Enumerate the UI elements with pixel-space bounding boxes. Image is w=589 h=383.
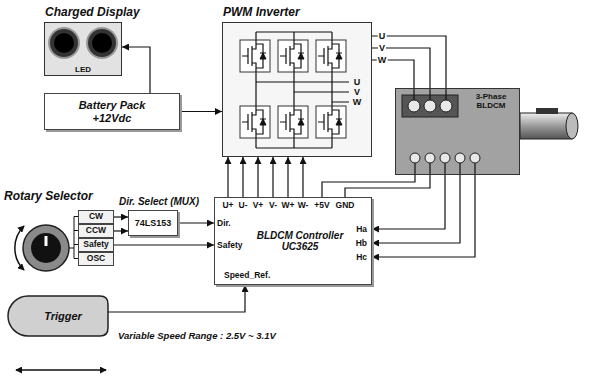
- motor-terminal: [408, 100, 480, 163]
- wire-label: W: [377, 56, 388, 65]
- mux-chip: Dir. Select (MUX)74LS153: [128, 210, 178, 236]
- signal-wire: [372, 60, 414, 88]
- signal-wire: [257, 157, 258, 197]
- node-text: LED: [45, 65, 121, 74]
- rotary-selector: Rotary SelectorCW CCW SafetyOSC: [4, 190, 116, 282]
- signal-wire: [287, 157, 288, 197]
- transistor-symbol: [278, 106, 308, 138]
- transistor-symbol: [278, 40, 308, 72]
- signal-wire: [242, 157, 243, 197]
- transistor-symbol: [240, 106, 270, 138]
- signal-name: V: [354, 88, 360, 97]
- wire-label: V: [378, 44, 386, 53]
- dial-pointer: [45, 236, 48, 246]
- signal-wire: [114, 216, 128, 217]
- motor-shaft: [520, 113, 572, 139]
- selector-position: CW: [78, 210, 114, 224]
- signal-wire: [372, 48, 430, 88]
- signal-wire: [108, 285, 245, 312]
- node-text: Trigger: [44, 310, 82, 323]
- node-text: CCW: [86, 226, 106, 236]
- node-heading: 3-Phase BLDCM: [466, 92, 516, 110]
- trigger-shape: [8, 296, 108, 336]
- range-note: Variable Speed Range : 2.5V ~ 3.1V: [118, 331, 276, 341]
- signal-wire: [122, 47, 150, 93]
- inverter-box: PWM Inverter: [222, 22, 372, 157]
- signal-wire: [372, 175, 460, 243]
- rotary-dial: [23, 225, 69, 271]
- selector-bracket: [69, 217, 78, 259]
- transistor-symbol: [240, 40, 270, 72]
- node-text: Safety: [83, 240, 109, 250]
- signal-wire: [372, 175, 475, 257]
- signal-wire: [178, 222, 214, 223]
- node-text: BLDCM Controller UC3625: [250, 230, 350, 253]
- controller-chip: BLDCM Controller UC3625: [214, 197, 372, 285]
- led-lamp: [54, 33, 74, 53]
- signal-wire: [302, 157, 303, 197]
- selector-position: OSC: [78, 252, 114, 266]
- node-heading: Dir. Select (MUX): [119, 196, 199, 208]
- wire-label: U: [378, 32, 387, 41]
- node-text: 74LS153: [135, 218, 172, 228]
- node-text: Battery Pack +12Vdc: [70, 99, 154, 124]
- motor-fill: [395, 88, 520, 175]
- trigger-button: Trigger: [10, 296, 108, 336]
- led-lamp: [49, 28, 79, 58]
- battery-fill: [44, 93, 180, 130]
- terminal-lead: [414, 88, 475, 175]
- transistor-symbol: [316, 106, 346, 138]
- selector-position: CCW: [78, 224, 114, 238]
- shaft-key: [536, 108, 558, 114]
- signal-wire: [180, 111, 222, 112]
- inverter-fill: [222, 22, 372, 157]
- signal-name: U: [354, 78, 361, 87]
- motor-shaft: [566, 113, 578, 139]
- signal-wire: [114, 230, 128, 231]
- signal-wire: [272, 157, 273, 197]
- rotary-dial: [31, 233, 61, 263]
- node-heading: Charged Display: [45, 6, 140, 20]
- travel-arrow: [16, 369, 106, 371]
- transistor-symbol: [316, 40, 346, 72]
- signal-wire: [345, 175, 430, 197]
- rotation-arrow: [15, 226, 24, 270]
- display-panel: Charged DisplayLED: [44, 22, 122, 76]
- battery-box: Battery Pack +12Vdc: [44, 93, 180, 130]
- signal-wire: [322, 175, 415, 197]
- node-text: CW: [89, 212, 103, 222]
- display-fill: [44, 22, 122, 76]
- signal-name: W: [353, 98, 362, 107]
- node-heading: PWM Inverter: [223, 6, 300, 20]
- signal-wire: [227, 157, 228, 197]
- motor-body: 3-Phase BLDCM: [395, 88, 520, 175]
- signal-wire: [372, 175, 445, 229]
- node-heading: Rotary Selector: [4, 190, 93, 204]
- node-text: OSC: [87, 254, 105, 264]
- led-lamp: [92, 33, 112, 53]
- selector-position: Safety: [78, 238, 114, 252]
- led-lamp: [87, 28, 117, 58]
- signal-wire: [114, 244, 214, 245]
- signal-wire: [372, 36, 446, 88]
